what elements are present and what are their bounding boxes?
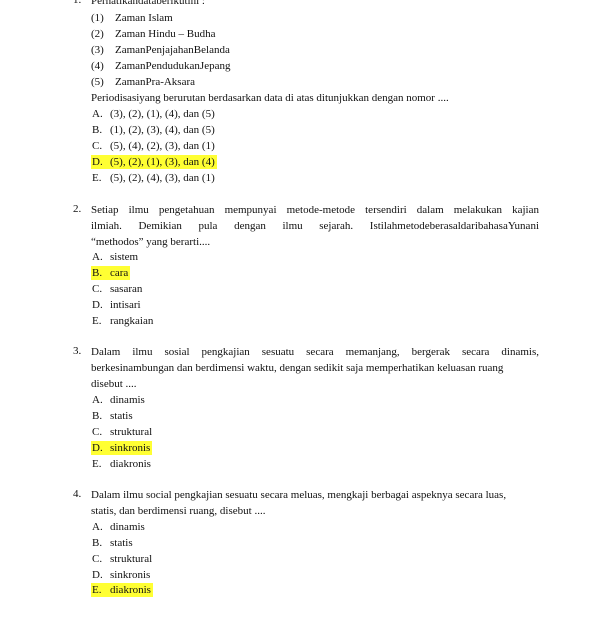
statement-item: (2)Zaman Hindu – Budha	[91, 28, 216, 40]
option-a: A.dinamis	[92, 521, 145, 533]
statement-item: (4)ZamanPendudukanJepang	[91, 60, 231, 72]
question-number: 4.	[73, 488, 82, 500]
option-c: C.struktural	[92, 426, 153, 438]
option-d: D.intisari	[92, 299, 141, 311]
question-number: 2.	[73, 203, 82, 215]
option-b: B.statis	[92, 410, 133, 422]
question-text-line: Dalam ilmu social pengkajian sesuatu sec…	[91, 489, 507, 501]
option-b-highlighted: B.cara	[91, 266, 131, 280]
question-text-line: “methodos” yang berarti....	[91, 236, 211, 248]
option-a: A.dinamis	[92, 394, 145, 406]
option-a: A.sistem	[92, 251, 139, 263]
option-a: A.(3), (2), (1), (4), dan (5)	[92, 108, 215, 120]
option-c: C.sasaran	[92, 283, 143, 295]
option-e: E.(5), (2), (4), (3), dan (1)	[92, 172, 215, 184]
question-text-line: ilmiah. Demikian pula dengan ilmu sejara…	[91, 220, 539, 232]
option-d-highlighted: D.(5), (2), (1), (3), dan (4)	[91, 155, 217, 169]
option-e-highlighted: E.diakronis	[91, 583, 153, 597]
question-text-line: berkesinambungan dan berdimensi waktu, d…	[91, 362, 504, 374]
option-d: D.sinkronis	[92, 569, 151, 581]
statement-item: (1)Zaman Islam	[91, 12, 173, 24]
question-text-line: statis, dan berdimensi ruang, disebut ..…	[91, 505, 266, 517]
option-e: E.diakronis	[92, 458, 151, 470]
statement-item: (3)ZamanPenjajahanBelanda	[91, 44, 230, 56]
option-c: C.(5), (4), (2), (3), dan (1)	[92, 140, 215, 152]
question-intro: Perhatikandataberikutini :	[91, 0, 205, 7]
question-number: 1.	[73, 0, 82, 6]
option-b: B.(1), (2), (3), (4), dan (5)	[92, 124, 215, 136]
option-b: B.statis	[92, 537, 133, 549]
option-d-highlighted: D.sinkronis	[91, 441, 153, 455]
question-text-line: disebut ....	[91, 378, 137, 390]
option-e: E.rangkaian	[92, 315, 154, 327]
question-number: 3.	[73, 345, 82, 357]
option-c: C.struktural	[92, 553, 153, 565]
statement-item: (5)ZamanPra-Aksara	[91, 76, 196, 88]
question-text-line: Dalam ilmu sosial pengkajian sesuatu sec…	[91, 346, 539, 358]
question-text-line: Setiap ilmu pengetahuan mempunyai metode…	[91, 204, 539, 216]
question-text: Periodisasiyang berurutan berdasarkan da…	[91, 92, 449, 104]
